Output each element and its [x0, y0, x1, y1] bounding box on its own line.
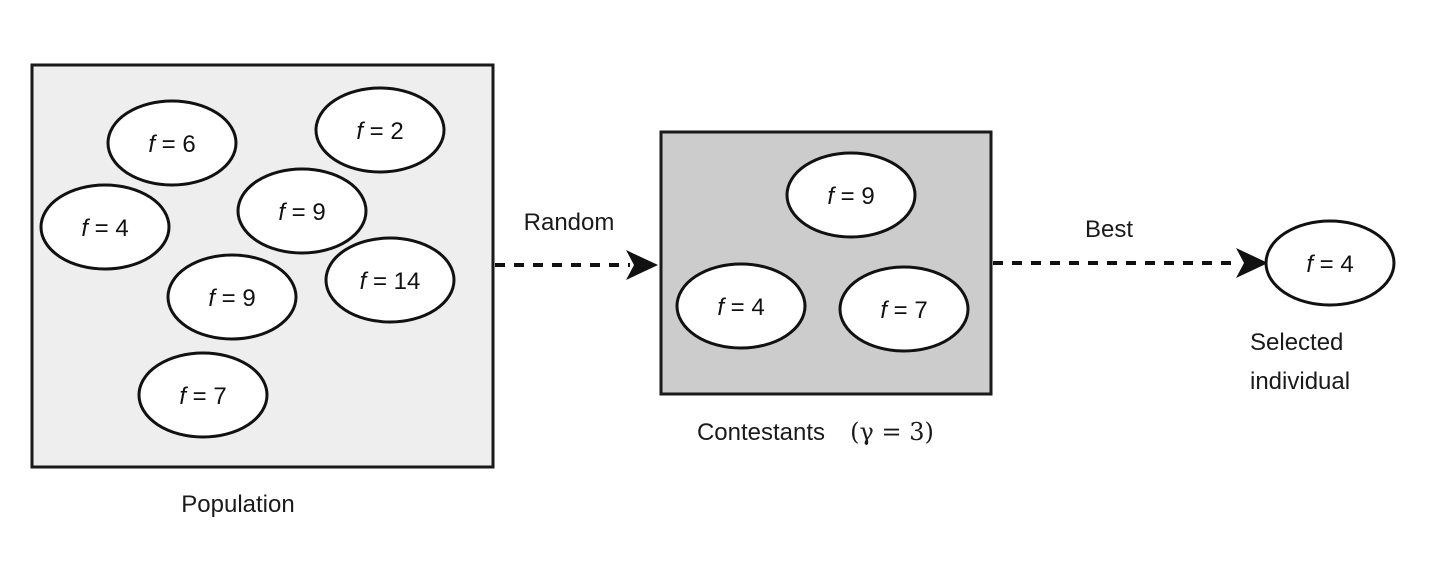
contestant-individual-ellipse: [838, 265, 970, 353]
population-individual-fitness-label: f = 6: [148, 131, 195, 158]
population-individual: f = 9: [166, 253, 298, 341]
population-individual-ellipse: [314, 86, 446, 174]
selected-individual-fitness-label: f = 4: [1306, 251, 1353, 278]
population-individual: f = 2: [314, 86, 446, 174]
contestant-individual: f = 9: [785, 151, 917, 239]
best-arrow-head: [1236, 248, 1268, 278]
gamma-label: (γ = 3): [850, 418, 934, 446]
selected-label-line1: Selected: [1250, 329, 1343, 356]
contestants-label: Contestants: [697, 419, 825, 446]
population-individual: f = 7: [137, 351, 269, 439]
population-individual-fitness-label: f = 9: [208, 285, 255, 312]
contestant-individual: f = 4: [675, 262, 807, 350]
population-individual-ellipse: [324, 236, 456, 324]
random-arrow-head: [626, 250, 658, 280]
best-label: Best: [1085, 216, 1133, 243]
population-group: f = 6 f = 2 f = 4 f = 9 f = 9 f = 14 f = 7 Pop…: [30, 63, 495, 518]
contestant-individual-ellipse: [675, 262, 807, 350]
population-individual-ellipse: [166, 253, 298, 341]
contestant-individual-fitness-label: f = 7: [880, 297, 927, 324]
selected-individual: f = 4: [1264, 219, 1396, 307]
best-arrow-group: Best: [993, 216, 1268, 278]
selected-group: f = 4 Selected individual: [1250, 219, 1396, 395]
population-individual: f = 6: [106, 99, 238, 187]
contestants-group: f = 9 f = 4 f = 7 Contestants (γ = 3): [659, 130, 993, 446]
population-individual: f = 4: [39, 183, 171, 271]
contestant-individual-fitness-label: f = 9: [827, 183, 874, 210]
population-individual-ellipse: [236, 167, 368, 255]
random-label: Random: [524, 209, 615, 236]
population-individual: f = 9: [236, 167, 368, 255]
population-individual-fitness-label: f = 4: [81, 215, 128, 242]
random-arrow-group: Random: [495, 209, 658, 280]
contestant-individual-ellipse: [785, 151, 917, 239]
population-individual-ellipse: [137, 351, 269, 439]
population-individual-ellipse: [39, 183, 171, 271]
population-label: Population: [181, 491, 294, 518]
population-individual-fitness-label: f = 2: [356, 118, 403, 145]
population-individual-fitness-label: f = 7: [179, 383, 226, 410]
population-individual-fitness-label: f = 9: [278, 199, 325, 226]
population-individual-ellipse: [106, 99, 238, 187]
population-individual-fitness-label: f = 14: [360, 268, 421, 295]
contestant-individual: f = 7: [838, 265, 970, 353]
selected-label-line2: individual: [1250, 368, 1350, 395]
population-individual: f = 14: [324, 236, 456, 324]
contestant-individual-fitness-label: f = 4: [717, 294, 764, 321]
selected-individual-ellipse: [1264, 219, 1396, 307]
